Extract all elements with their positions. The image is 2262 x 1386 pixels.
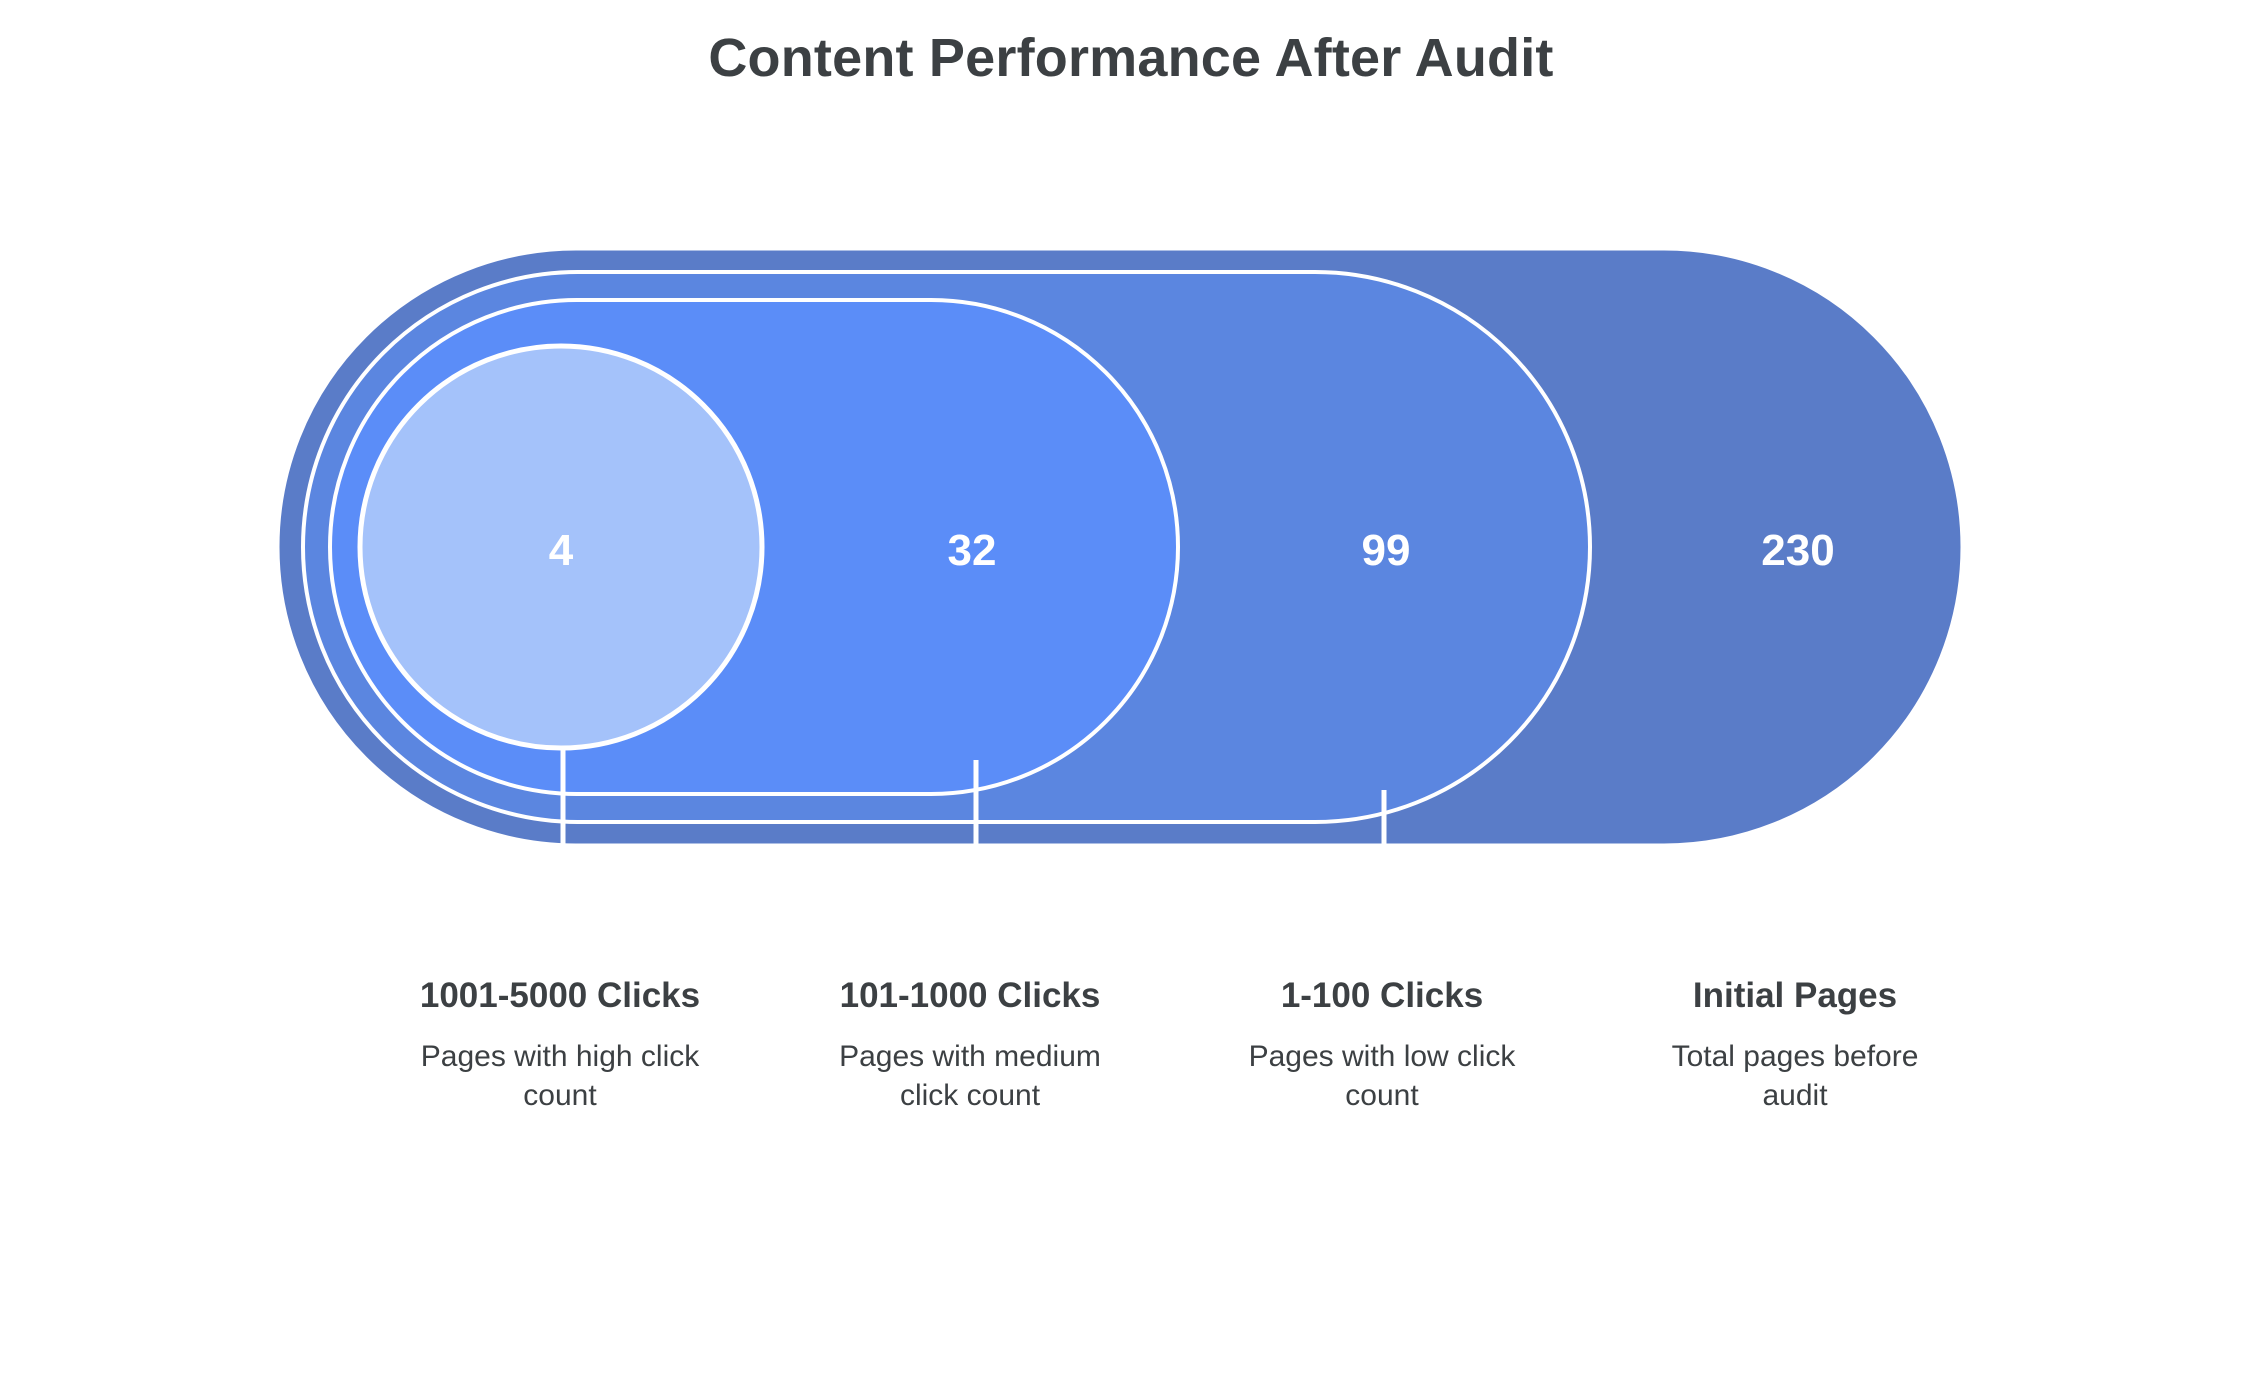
legend-desc-1-100-clicks: Pages with low click count — [1248, 1040, 1516, 1112]
legend-item-initial-pages[interactable]: Initial Pages Total pages before audit — [1640, 975, 1950, 1115]
legend-item-101-1000-clicks[interactable]: 101-1000 Clicks Pages with medium click … — [815, 975, 1125, 1115]
page-title: Content Performance After Audit — [708, 28, 1554, 88]
legend-title-1001-5000-clicks: 1001-5000 Clicks — [419, 976, 701, 1015]
legend-desc-initial-pages: Total pages before audit — [1671, 1040, 1919, 1112]
legend-item-1001-5000-clicks[interactable]: 1001-5000 Clicks Pages with high click c… — [405, 975, 715, 1115]
funnel-stage-1001-5000-clicks[interactable] — [357, 343, 765, 751]
legend-item-1-100-clicks[interactable]: 1-100 Clicks Pages with low click count — [1227, 975, 1537, 1115]
legend-desc-1001-5000-clicks: Pages with high click count — [420, 1040, 700, 1112]
legend-desc-101-1000-clicks: Pages with medium click count — [839, 1040, 1101, 1112]
legend-title-initial-pages: Initial Pages — [1692, 976, 1898, 1015]
legend-title-101-1000-clicks: 101-1000 Clicks — [839, 976, 1101, 1015]
legend-title-1-100-clicks: 1-100 Clicks — [1280, 976, 1484, 1015]
